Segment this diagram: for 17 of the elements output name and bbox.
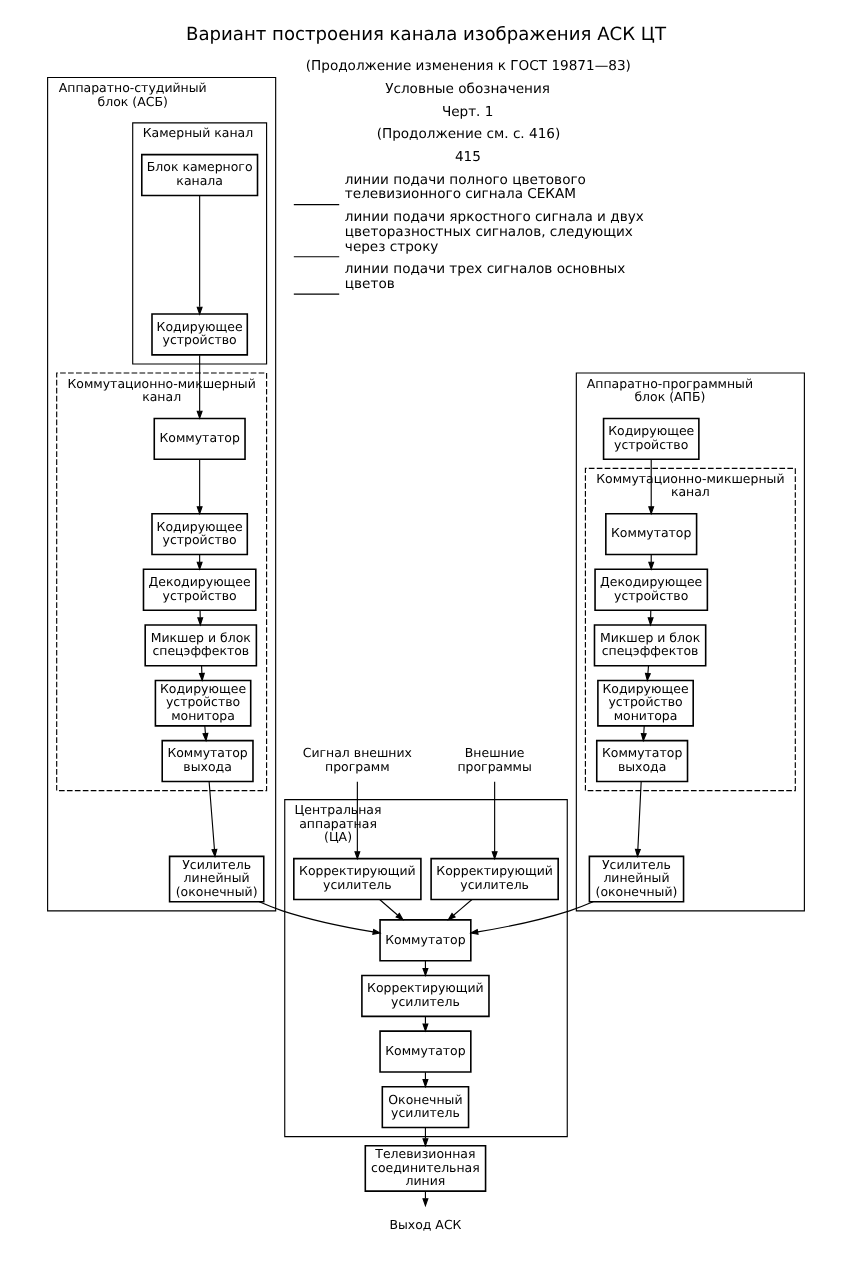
diagram-title: Вариант построения канала изображения АСК ЦТ bbox=[186, 26, 666, 47]
arrow bbox=[354, 781, 361, 861]
arrow bbox=[447, 898, 473, 921]
arrow bbox=[208, 781, 218, 858]
arrow bbox=[197, 609, 204, 627]
arrow bbox=[196, 459, 203, 516]
arrow bbox=[648, 459, 655, 516]
arrow bbox=[379, 898, 405, 921]
arrow bbox=[644, 665, 652, 682]
arrow bbox=[640, 725, 647, 743]
arrow bbox=[634, 781, 642, 858]
arrow bbox=[202, 725, 209, 743]
arrow bbox=[196, 354, 203, 420]
arrow bbox=[491, 781, 498, 861]
arrow bbox=[196, 195, 203, 316]
arrow bbox=[469, 901, 594, 935]
arrow bbox=[258, 901, 382, 935]
